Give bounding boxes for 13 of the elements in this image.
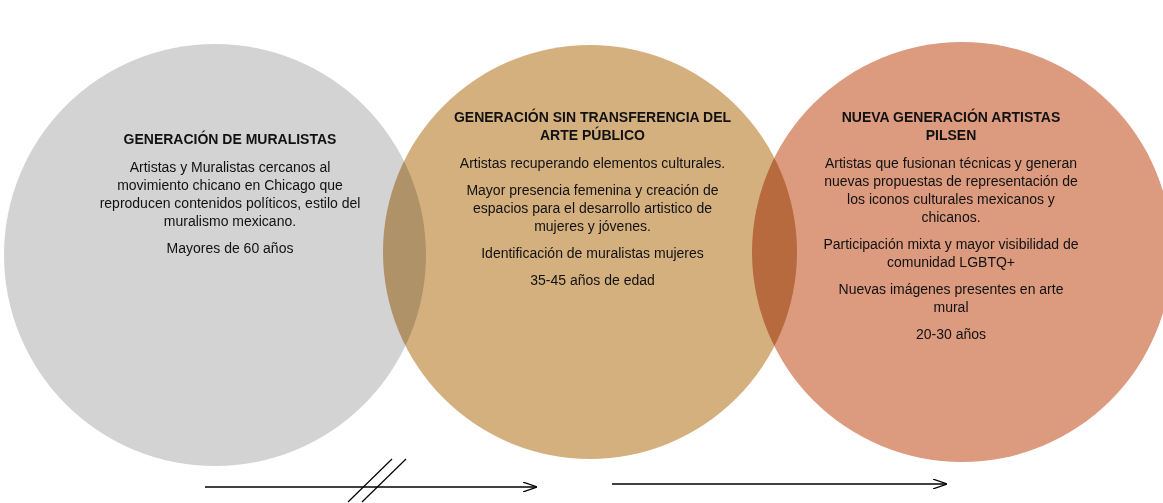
circle-text: Artistas recuperando elementos culturales. (458, 154, 727, 172)
circle-text: Artistas y Muralistas cercanos al movimiento chicano en Chicago que reproducen contenidos políticos, estilo del muralismo mexicano. (98, 158, 362, 230)
circle-text: Nuevas imágenes presentes en arte mural (837, 280, 1065, 316)
circle-text: Identificación de muralistas mujeres (480, 244, 705, 262)
circle-text: Mayores de 60 años (165, 239, 295, 257)
circle-text: 35-45 años de edad (529, 271, 656, 289)
circle-text: Participación mixta y mayor visibilidad de comunidad LGBTQ+ (822, 235, 1080, 271)
circle-text: Artistas que fusionan técnicas y generan nuevas propuestas de representación de los iconos culturales mexicanos y chicanos. (823, 154, 1079, 226)
circle-heading: GENERACIÓN SIN TRANSFERENCIA DEL ARTE PÚBLICO (452, 108, 733, 144)
circle-text: 20-30 años (914, 325, 988, 343)
circle-text: Mayor presencia femenina y creación de espacios para el desarrollo artistico de mujeres y jóvenes. (465, 181, 720, 235)
circle-heading: NUEVA GENERACIÓN ARTISTAS PILSEN (840, 108, 1062, 144)
circle-heading: GENERACIÓN DE MURALISTAS (122, 130, 338, 148)
